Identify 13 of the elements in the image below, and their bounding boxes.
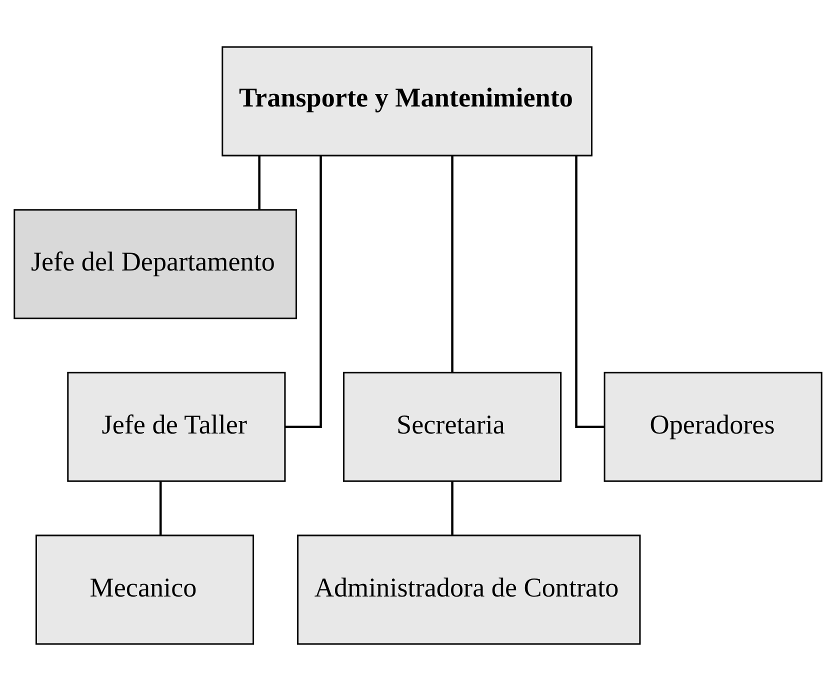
connector <box>159 482 162 535</box>
connector <box>451 156 454 372</box>
connector <box>575 156 604 428</box>
node-box: Mecanico <box>36 534 254 645</box>
node-box: Jefe de Taller <box>67 372 286 482</box>
node-box: Operadores <box>604 372 822 482</box>
connector <box>285 156 322 428</box>
node-box: Jefe del Departamento <box>14 209 298 320</box>
connector <box>258 156 260 210</box>
node-box: Administradora de Contrato <box>297 534 641 645</box>
node-box: Secretaria <box>343 372 562 482</box>
connector <box>451 482 454 535</box>
node-box: Transporte y Mantenimiento <box>222 46 592 156</box>
